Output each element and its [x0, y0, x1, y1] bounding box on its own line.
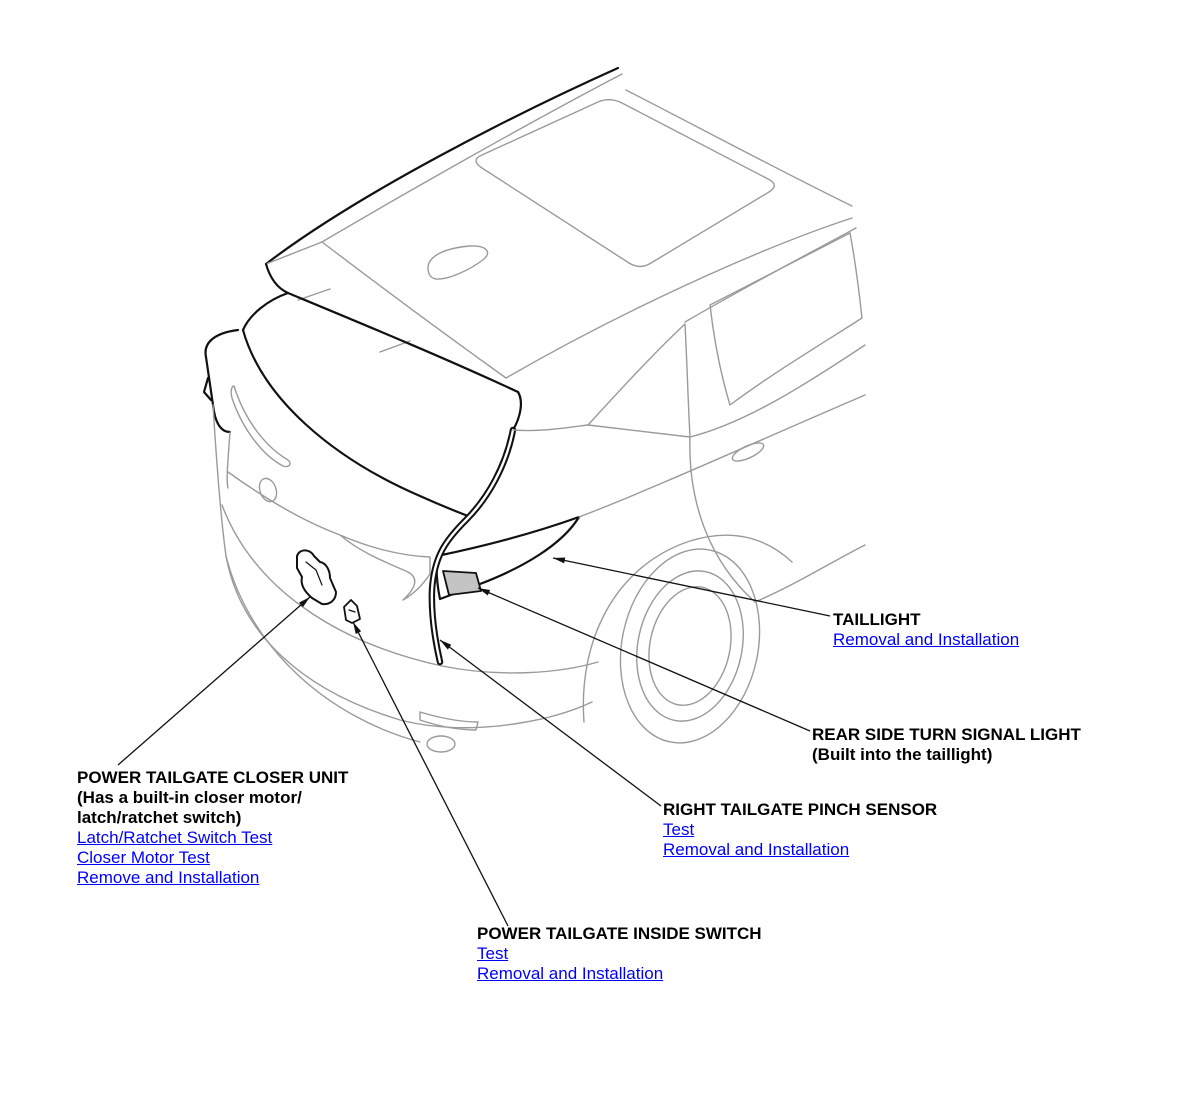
closer-unit-body: [296, 549, 337, 606]
inside-switch-removal-installation-link[interactable]: Removal and Installation: [477, 964, 664, 983]
tailgate-left-edge: [204, 328, 240, 434]
pinch-sensor-title: RIGHT TAILGATE PINCH SENSOR: [663, 800, 938, 819]
pinch-sensor-callout: RIGHT TAILGATE PINCH SENSOR Test Removal…: [663, 800, 937, 860]
power-tailgate-closer-unit: [296, 549, 337, 606]
rear-glass-left-edge: [241, 291, 290, 332]
pinch-sensor-leader-line: [439, 639, 662, 807]
closer-unit-callout: POWER TAILGATE CLOSER UNIT (Has a built-…: [77, 768, 348, 888]
taillight-callout: TAILLIGHT Removal and Installation: [833, 610, 1019, 650]
tailgate-lamp: [339, 534, 431, 601]
pinch-sensor-channel: [430, 428, 515, 664]
rear-glass-right-edge: [511, 390, 522, 432]
vehicle-line-art: [202, 66, 866, 753]
power-tailgate-inside-switch: [343, 599, 361, 624]
closer-unit-leader-line: [117, 596, 311, 766]
inside-switch-test-link[interactable]: Test: [477, 944, 509, 963]
sunroof: [475, 99, 775, 268]
roof-side-rail-lower: [505, 217, 853, 379]
rear-emblem: [258, 477, 278, 503]
inside-switch-title: POWER TAILGATE INSIDE SWITCH: [477, 924, 762, 943]
exhaust-tip: [426, 735, 456, 753]
rear-side-turn-signal-note: (Built into the taillight): [812, 745, 993, 764]
rear-side-turn-signal-leader-line: [477, 587, 811, 732]
inside-switch-detail: [348, 609, 356, 613]
inside-switch-leader-line: [352, 621, 509, 927]
c-pillar-base: [512, 424, 589, 432]
right-tailgate-pinch-sensor: [428, 426, 517, 666]
roof-rear-edge: [321, 241, 507, 379]
bumper-mid-line: [221, 504, 599, 674]
rear-reflector: [419, 711, 479, 731]
rear-wheel-arch: [582, 534, 793, 723]
tailgate-seam-left: [226, 431, 231, 489]
rear-side-turn-signal-callout: REAR SIDE TURN SIGNAL LIGHT (Built into …: [812, 725, 1081, 765]
closer-unit-note-line-1: (Has a built-in closer motor/: [77, 788, 302, 807]
taillight-title: TAILLIGHT: [833, 610, 921, 629]
tire-inner: [636, 570, 744, 722]
roof-outer-edge: [264, 66, 620, 266]
door-handle: [731, 442, 765, 462]
closer-unit-note-line-2: latch/ratchet switch): [77, 808, 242, 827]
rear-wiper-garnish: [230, 385, 291, 468]
rear-wheel: [619, 548, 761, 744]
closer-unit-remove-installation-link[interactable]: Remove and Installation: [77, 868, 260, 887]
tailgate-left-notch: [202, 376, 213, 402]
taillight: [435, 515, 581, 601]
rear-side-turn-signal-title: REAR SIDE TURN SIGNAL LIGHT: [812, 725, 1081, 744]
beltline: [689, 344, 866, 438]
shark-fin-antenna: [427, 245, 489, 280]
rear-side-turn-signal-light: [442, 570, 482, 596]
rear-door-edge: [689, 436, 756, 603]
rear-glass-bottom-edge: [241, 328, 470, 518]
taillight-removal-installation-link[interactable]: Removal and Installation: [833, 630, 1020, 649]
closer-motor-test-link[interactable]: Closer Motor Test: [77, 848, 210, 867]
inside-switch-callout: POWER TAILGATE INSIDE SWITCH Test Remova…: [477, 924, 762, 984]
spoiler-detail-line: [297, 288, 331, 301]
spoiler-end: [264, 262, 290, 295]
rear-door-window: [709, 232, 863, 406]
pinch-sensor-removal-installation-link[interactable]: Removal and Installation: [663, 840, 850, 859]
tailgate-lower-outline: [212, 404, 593, 729]
closer-unit-title: POWER TAILGATE CLOSER UNIT: [77, 768, 349, 787]
leader-lines: [117, 557, 831, 927]
wheel-rim: [648, 586, 732, 706]
rear-glass-top-edge: [286, 291, 520, 394]
rear-door-bottom: [754, 544, 866, 603]
bumper-lower-edge: [225, 555, 421, 743]
taillight-leader-line: [552, 557, 831, 617]
pinch-sensor-test-link[interactable]: Test: [663, 820, 695, 839]
tire-outer: [619, 548, 761, 744]
roof-inner-line: [321, 73, 623, 243]
body-character-line: [578, 394, 866, 518]
tailgate-garnish-line: [227, 471, 341, 536]
roof-side-rail-upper: [625, 89, 853, 207]
closer-unit-detail: [305, 561, 323, 586]
spoiler-top-edge: [265, 241, 323, 265]
quarter-window: [587, 323, 691, 438]
latch-ratchet-switch-test-link[interactable]: Latch/Ratchet Switch Test: [77, 828, 273, 847]
